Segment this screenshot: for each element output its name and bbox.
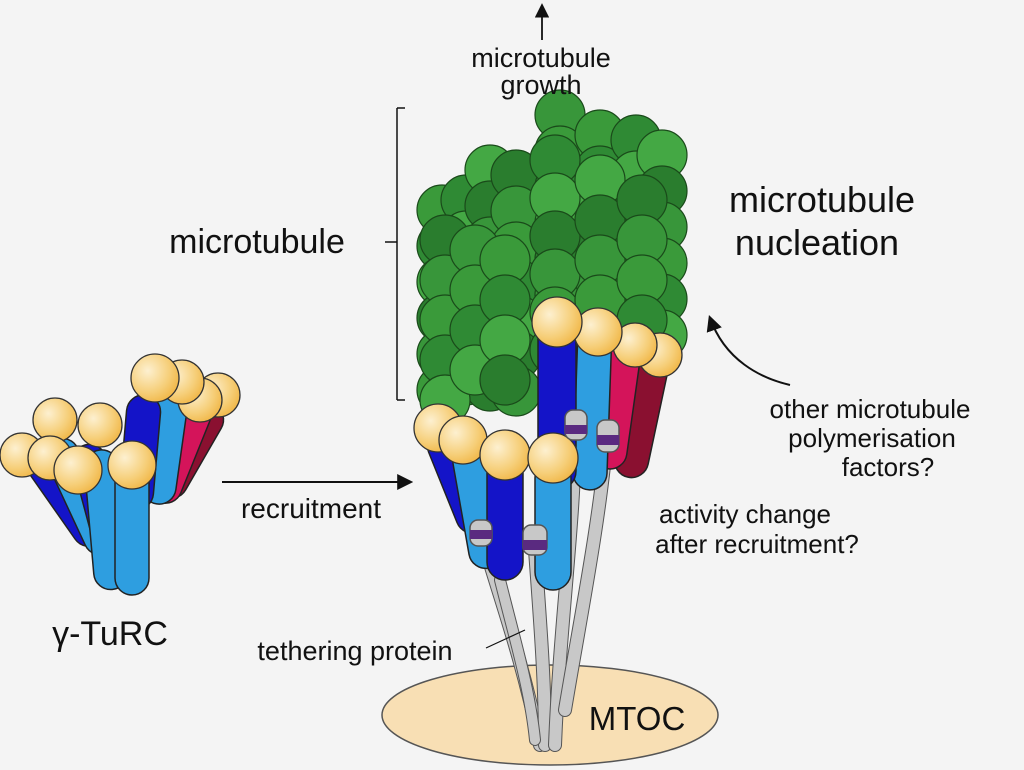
- gamma-tubulin-cap: [53, 445, 103, 495]
- growth-label-line1: microtubule: [471, 43, 611, 73]
- microtubule-label: microtubule: [169, 223, 345, 261]
- gamma-tubulin-cap: [107, 440, 157, 490]
- factors-arrow: [706, 314, 791, 386]
- tethering-pointer: [485, 629, 526, 649]
- tether-heads: [469, 409, 620, 556]
- nucleation-label-line2: nucleation: [735, 222, 899, 263]
- growth-label-line2: growth: [500, 70, 581, 100]
- factors-label-line3: factors?: [842, 452, 935, 482]
- gamma-tubulin-cap: [479, 429, 531, 481]
- gamma-tubulin-cap: [531, 296, 583, 348]
- activity-label-line1: activity change: [659, 499, 831, 529]
- factors-label-line1: other microtubule: [770, 394, 971, 424]
- gamma-tubulin-cap: [32, 397, 78, 443]
- recruitment-label: recruitment: [241, 493, 381, 524]
- free-gamma-turc: [0, 353, 241, 596]
- gamma-tubulin-cap: [77, 402, 123, 448]
- tethering-label: tethering protein: [257, 636, 452, 666]
- factors-label-line2: polymerisation: [788, 423, 956, 453]
- mtoc-label: MTOC: [589, 700, 686, 737]
- activity-label-line2: after recruitment?: [655, 529, 859, 559]
- gamma-tubulin-cap: [130, 353, 180, 403]
- nucleation-label-line1: microtubule: [729, 179, 915, 220]
- tubulin-subunit: [479, 354, 531, 406]
- gturc-label: γ-TuRC: [52, 615, 168, 653]
- microtubule-bracket: [385, 107, 405, 401]
- gamma-tubulin-cap: [527, 432, 579, 484]
